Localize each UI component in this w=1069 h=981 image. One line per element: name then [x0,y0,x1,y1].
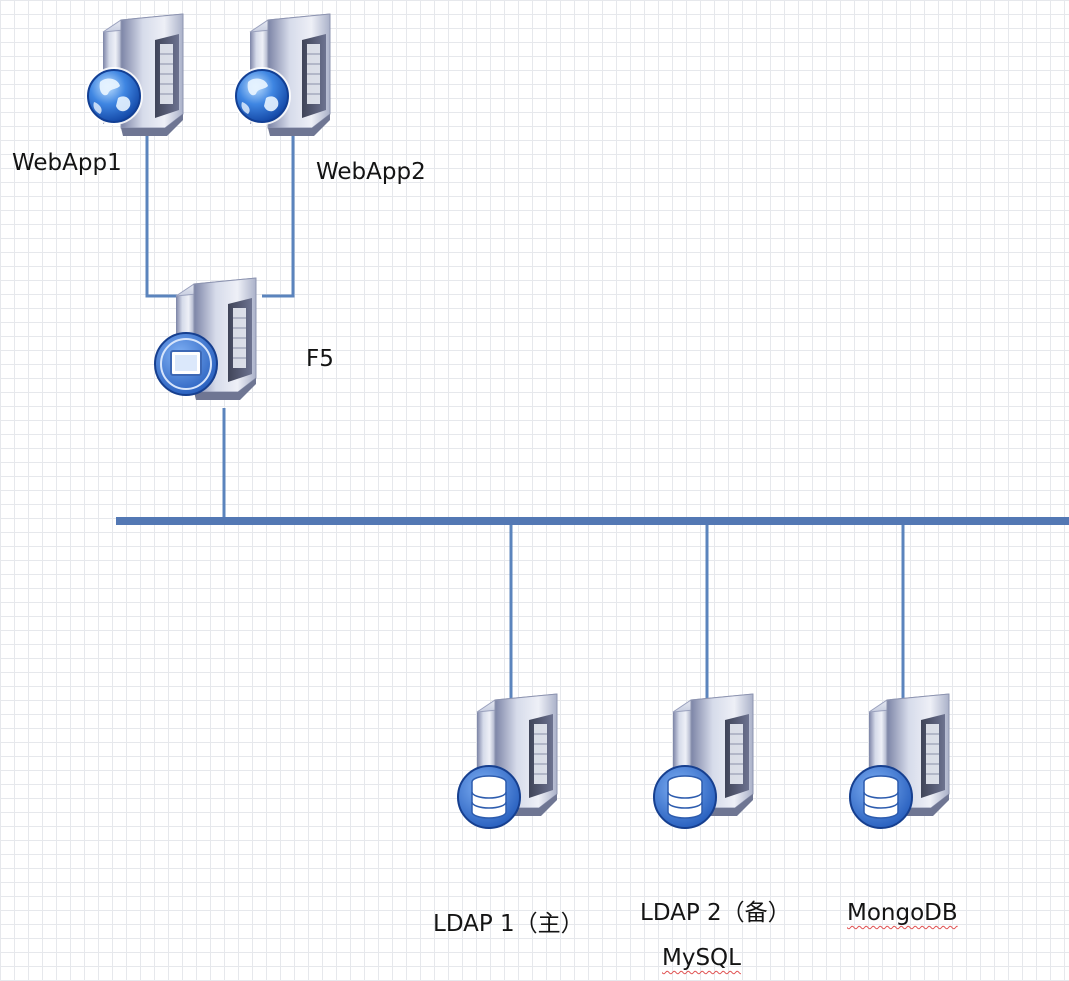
label-ldap2: LDAP 2（备） [640,900,791,926]
database-icon [653,765,717,829]
server-mongodb[interactable] [849,693,950,829]
label-webapp1: WebApp1 [12,150,122,176]
label-ldap1: LDAP 1（主） [433,911,584,937]
link-webapp1-f5 [145,134,178,298]
monitor-icon [154,332,218,396]
globe-icon [84,66,144,126]
globe-icon [232,66,292,126]
label-webapp2: WebApp2 [316,159,426,185]
server-ldap1[interactable] [457,693,558,829]
link-webapp2-f5 [262,134,295,298]
database-icon [849,765,913,829]
connections [145,134,905,700]
server-webapp2[interactable] [232,13,331,137]
label-mongodb: MongoDB [847,900,958,926]
label-ldap2-mysql: MySQL [662,945,741,971]
database-icon [457,765,521,829]
server-ldap2[interactable] [653,693,754,829]
label-f5: F5 [306,346,334,372]
server-webapp1[interactable] [84,13,184,137]
